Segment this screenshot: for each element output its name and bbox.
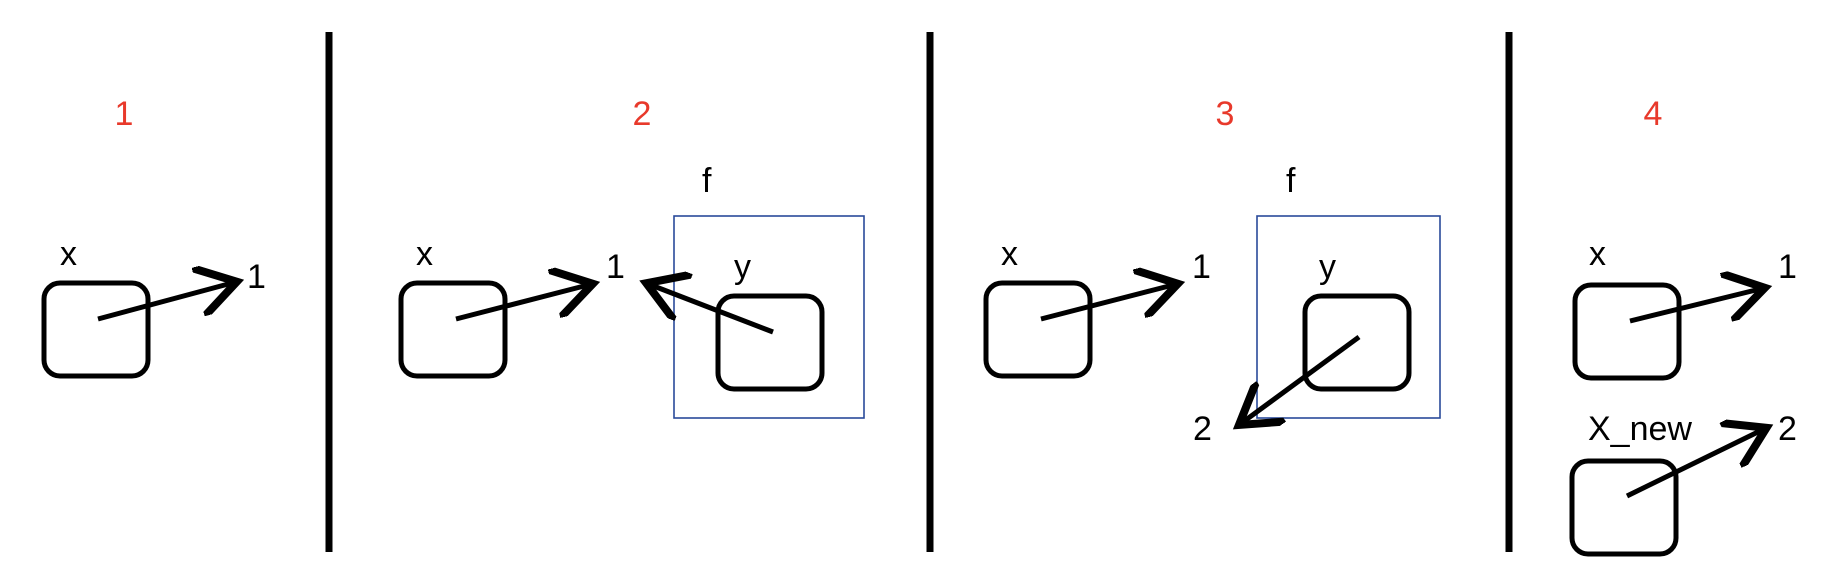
variable-name: x [60,235,77,273]
panel-step-3: 3 x 1 f y 2 [983,95,1441,448]
reference-arrow [1625,430,1762,499]
variable-box [983,280,1093,379]
reference-arrow [1040,285,1173,322]
reference-arrow [1629,289,1760,324]
function-name: f [702,162,712,200]
function-variable-name: y [1319,248,1336,286]
value-label: 2 [1193,410,1212,448]
reference-arrow [455,285,588,322]
variable-name: x [1001,235,1018,273]
value-label: 1 [606,248,625,286]
value-label: 2 [1778,410,1797,448]
step-number: 3 [1216,95,1235,133]
function-name: f [1286,162,1296,200]
variable-box [1569,458,1679,557]
function-variable-name: y [734,248,751,286]
variable-name: x [1589,235,1606,273]
variable-box [41,280,151,379]
variable-box [1572,282,1682,381]
step-number: 1 [115,95,134,133]
variable-name: X_new [1588,410,1692,448]
function-variable-box [1302,293,1412,392]
step-number: 4 [1644,95,1663,133]
panel-step-4: 4 x 1 X_new 2 [1569,95,1797,557]
value-label: 1 [1778,248,1797,286]
reference-arrow [1243,334,1361,422]
variable-name: x [416,235,433,273]
panel-step-2: 2 x 1 f y [398,95,865,419]
variable-box [398,280,508,379]
step-number: 2 [633,95,652,133]
value-label: 1 [1192,248,1211,286]
value-label: 1 [247,258,266,296]
function-variable-box [715,293,825,392]
reference-arrow [97,283,232,322]
reference-arrow [651,285,774,335]
panel-step-1: 1 x 1 [41,95,266,379]
function-frame [1256,215,1441,419]
